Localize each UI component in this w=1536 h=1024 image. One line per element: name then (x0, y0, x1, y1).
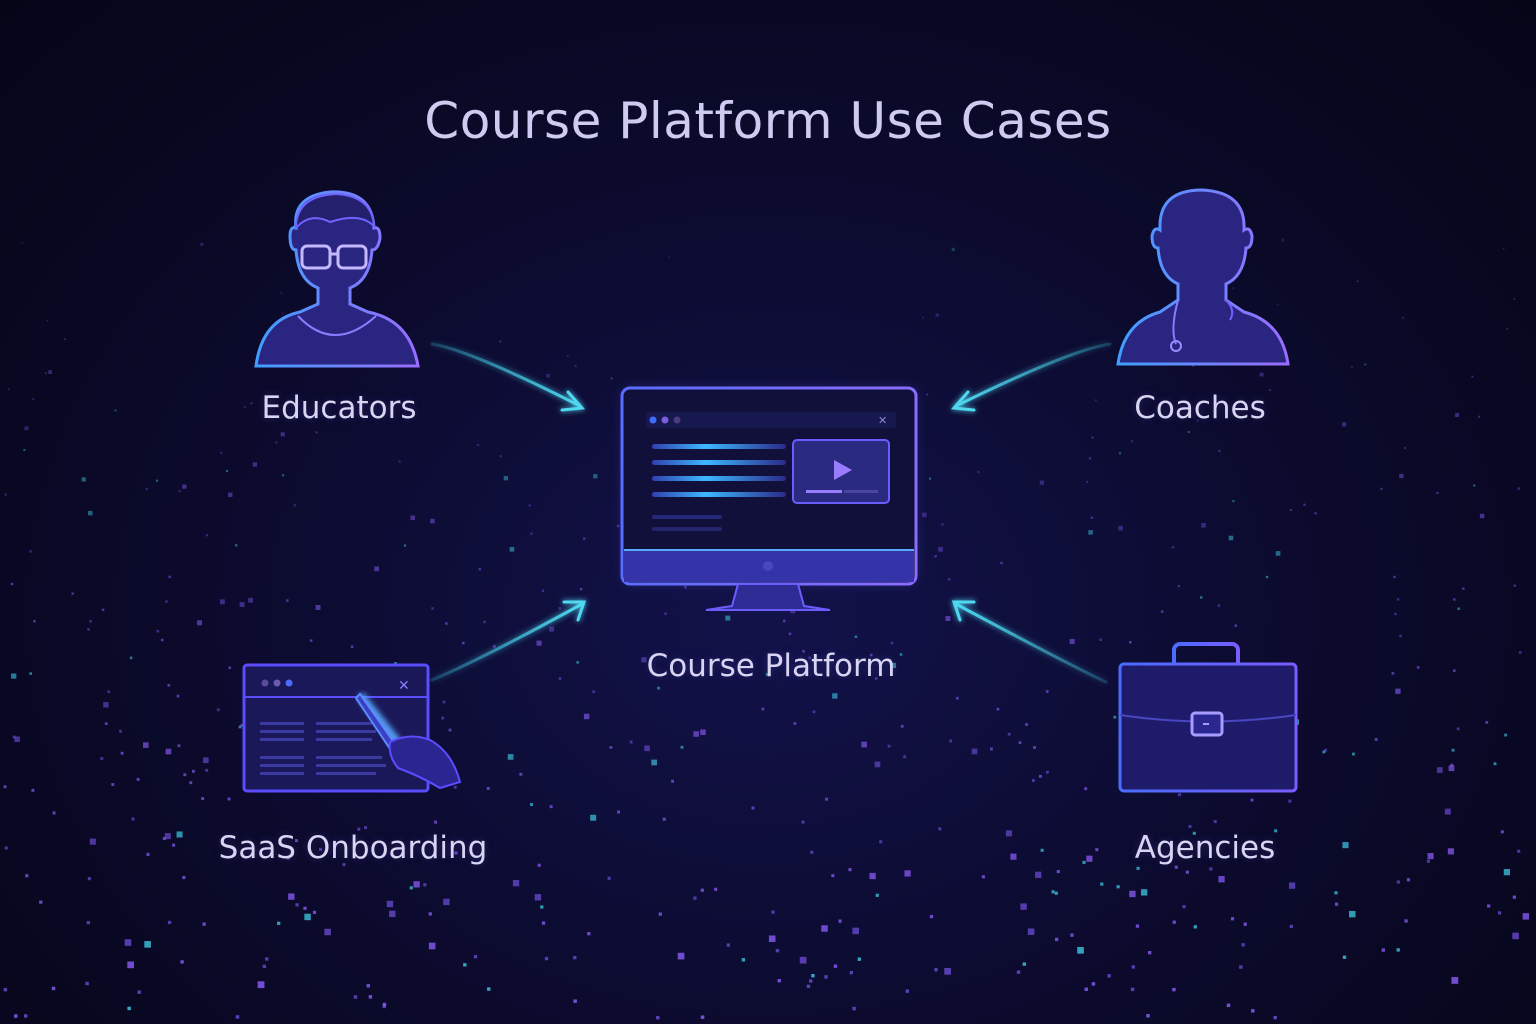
browser-window-with-pen-icon: ✕ (242, 663, 462, 793)
node-label-course-platform: Course Platform (646, 648, 896, 684)
diagram-title: Course Platform Use Cases (424, 92, 1112, 150)
node-label-agencies: Agencies (1134, 830, 1276, 866)
svg-text:✕: ✕ (878, 414, 887, 427)
person-with-whistle-icon (1116, 188, 1290, 366)
node-label-educators: Educators (261, 390, 417, 426)
briefcase-icon (1118, 642, 1298, 793)
person-with-glasses-icon (254, 190, 420, 368)
monitor-icon: ✕ (620, 386, 918, 611)
node-label-coaches: Coaches (1134, 390, 1266, 426)
node-label-saas-onboarding: SaaS Onboarding (218, 830, 488, 866)
svg-text:✕: ✕ (398, 678, 410, 694)
